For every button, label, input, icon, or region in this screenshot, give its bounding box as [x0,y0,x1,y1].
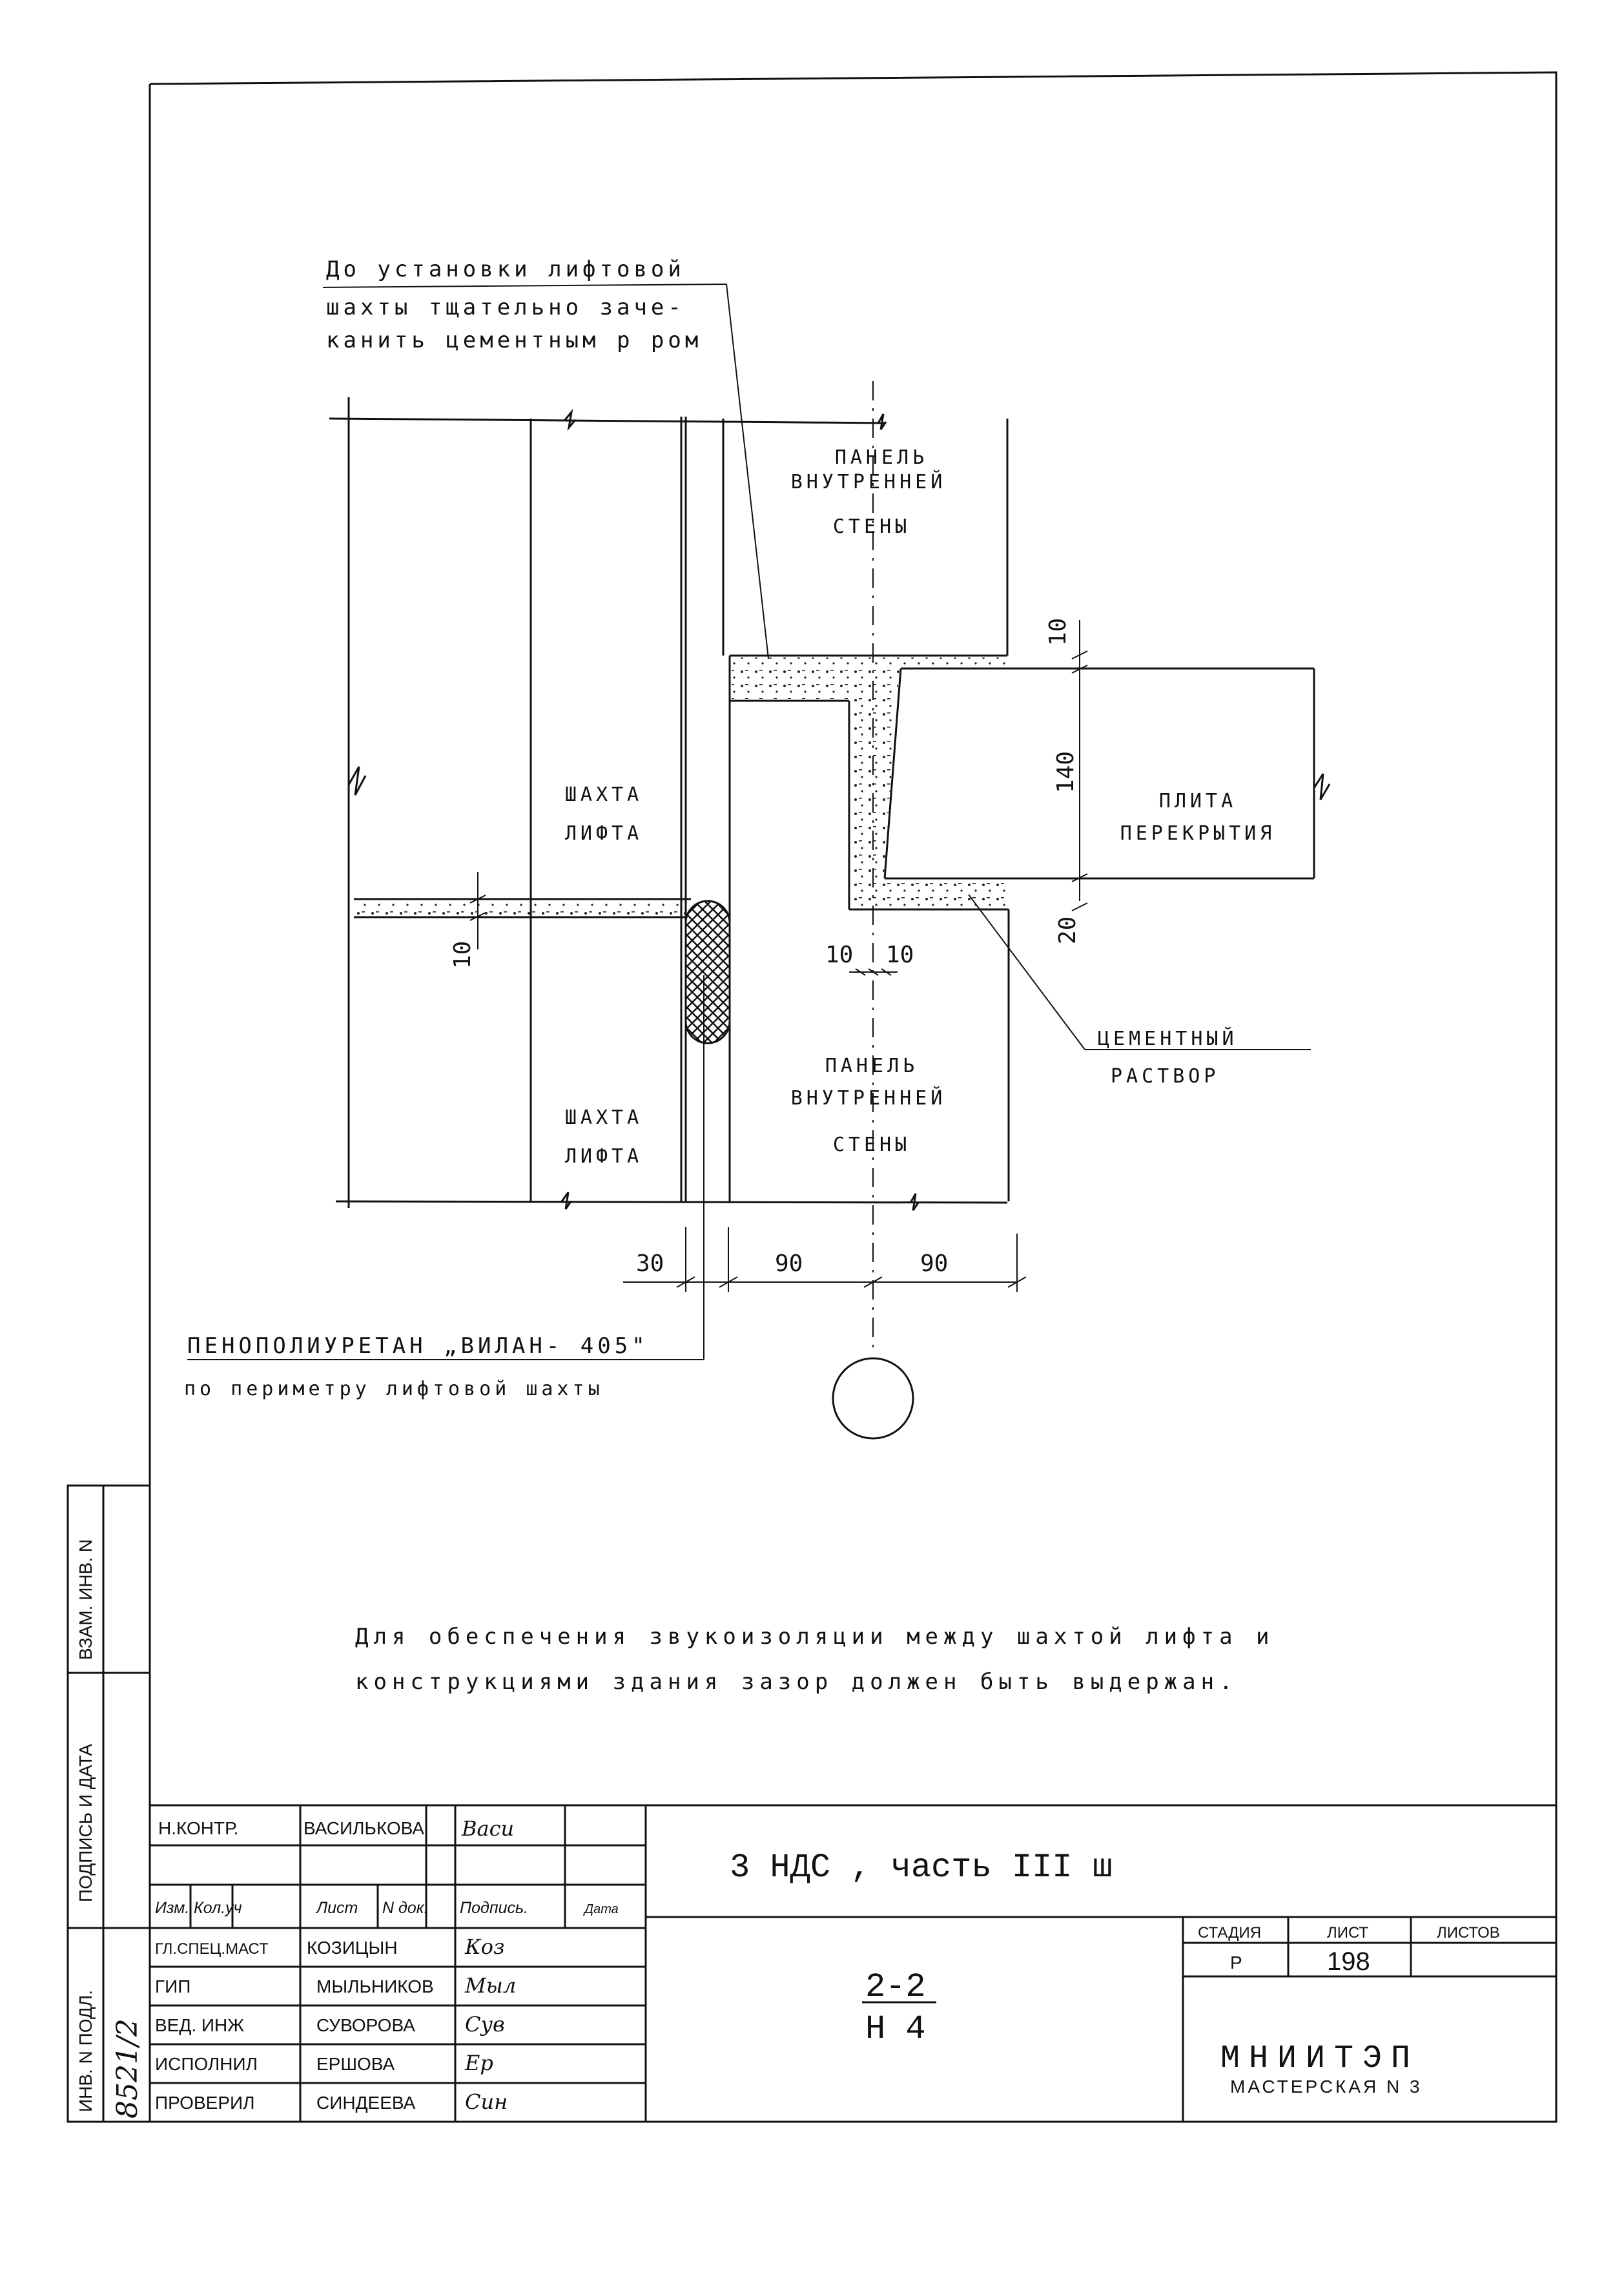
list-label: ЛИСТ [1327,1924,1369,1942]
shaft-top-label: ШАХТА ЛИФТА [565,783,642,845]
cement-label: ЦЕМЕНТНЫЙ РАСТВОР [1098,1027,1238,1088]
header-list: Лист [315,1899,358,1917]
signer-role: ПРОВЕРИЛ [155,2093,255,2113]
signer-signature: Син [465,2089,508,2114]
callout-top: До установки лифтовой шахты тщательно за… [326,256,702,353]
panel-top-label: ПАНЕЛЬ ВНУТРЕННЕЙ СТЕНЫ [791,446,947,538]
signer-role: ИСПОЛНИЛ [155,2054,258,2074]
svg-text:ВНУТРЕННЕЙ: ВНУТРЕННЕЙ [791,1086,947,1110]
dim-90-a: 90 [775,1250,803,1277]
inv-podl-label: ИНВ. N ПОДЛ. [76,1990,96,2112]
stadia-label: СТАДИЯ [1198,1924,1261,1942]
signer-signature: Сув [465,2012,505,2036]
foam-seal [684,900,731,1044]
sheet-code-top: 2-2 [865,1968,926,2006]
nkontr-name: ВАСИЛЬКОВА [303,1818,424,1838]
callout-line-2: шахты тщательно заче- [326,295,685,320]
svg-text:ПАНЕЛЬ: ПАНЕЛЬ [825,1055,918,1077]
dim-10-left: 10 [449,941,476,969]
inv-number: 8521/2 [111,2018,144,2119]
signer-signature: Мыл [464,1973,516,1998]
header-izm: Изм. [155,1899,189,1917]
org-subtitle: МАСТЕРСКАЯ N 3 [1230,2077,1423,2097]
header-podpis: Подпись. [460,1899,528,1917]
listov-label: ЛИСТОВ [1437,1924,1500,1942]
sheet-code-bottom: Н 4 [865,2010,926,2048]
vzam-inv-label: ВЗАМ. ИНВ. N [76,1539,96,1660]
dim-20: 20 [1054,917,1081,944]
dim-10-top: 10 [1045,618,1071,646]
list-value: 198 [1327,1947,1370,1976]
panel-bottom-label: ПАНЕЛЬ ВНУТРЕННЕЙ СТЕНЫ [791,1055,947,1156]
signer-name: КОЗИЦЫН [307,1938,398,1958]
signer-role: ГИП [155,1976,190,1996]
title-block [150,1804,1556,2122]
svg-text:СТЕНЫ: СТЕНЫ [833,1134,910,1156]
svg-text:ВНУТРЕННЕЙ: ВНУТРЕННЕЙ [791,470,947,493]
note-line-1: Для обеспечения звукоизоляции между шахт… [355,1624,1275,1650]
signer-role: ВЕД. ИНЖ [155,2015,244,2035]
signers-table: ГЛ.СПЕЦ.МАСТ КОЗИЦЫН Коз ГИП МЫЛЬНИКОВ М… [155,1934,516,2114]
foam-label: ПЕНОПОЛИУРЕТАН „ВИЛАН- 405" [187,1333,649,1359]
svg-text:ЦЕМЕНТНЫЙ: ЦЕМЕНТНЫЙ [1098,1027,1238,1050]
side-stamp [67,1484,151,2123]
svg-text:ЛИФТА: ЛИФТА [565,822,642,845]
svg-text:ПАНЕЛЬ: ПАНЕЛЬ [835,446,928,469]
dim-140: 140 [1053,751,1079,793]
svg-text:ШАХТА: ШАХТА [565,783,642,806]
shaft-bottom-label: ШАХТА ЛИФТА [565,1106,642,1168]
callout-line-3: канить цементным р ром [326,327,702,353]
signer-name: МЫЛЬНИКОВ [316,1976,434,1996]
svg-text:РАСТВОР: РАСТВОР [1111,1065,1219,1088]
callout-line-1: До установки лифтовой [326,256,685,282]
org-name: МНИИТЭП [1220,2040,1419,2077]
svg-text:ЛИФТА: ЛИФТА [565,1145,642,1168]
header-koluch: Кол.уч [194,1899,242,1917]
dim-30: 30 [636,1250,664,1277]
signer-role: ГЛ.СПЕЦ.МАСТ [155,1940,269,1958]
cement-fill [354,658,1007,915]
svg-text:ШАХТА: ШАХТА [565,1106,642,1129]
header-data: Дата [583,1902,619,1916]
signer-signature: Коз [464,1934,504,1959]
signer-name: СИНДЕЕВА [316,2093,416,2113]
dim-90-b: 90 [920,1250,948,1277]
svg-text:ПЕРЕКРЫТИЯ: ПЕРЕКРЫТИЯ [1120,822,1276,845]
dim-10-b: 10 [886,942,914,968]
note-line-2: конструкциями здания зазор должен быть в… [355,1669,1238,1695]
signer-name: ЕРШОВА [316,2054,395,2074]
header-ndok: N док. [382,1899,428,1917]
svg-text:СТЕНЫ: СТЕНЫ [833,515,910,538]
project-title: 3 НДС , часть III ш [730,1849,1113,1887]
svg-text:ПЛИТА: ПЛИТА [1159,790,1237,813]
stadia-value: Р [1230,1953,1242,1973]
podpis-data-label: ПОДПИСЬ И ДАТА [76,1744,96,1902]
dimension-lines [187,284,1311,1360]
nkontr-role: Н.КОНТР. [158,1818,238,1838]
foam-sublabel: по периметру лифтовой шахты [184,1378,604,1400]
slab-label: ПЛИТА ПЕРЕКРЫТИЯ [1120,790,1276,845]
signer-name: СУВОРОВА [316,2015,415,2035]
dim-10-a: 10 [825,942,853,968]
nkontr-signature: Васи [461,1816,514,1841]
signer-signature: Ер [464,2051,493,2075]
